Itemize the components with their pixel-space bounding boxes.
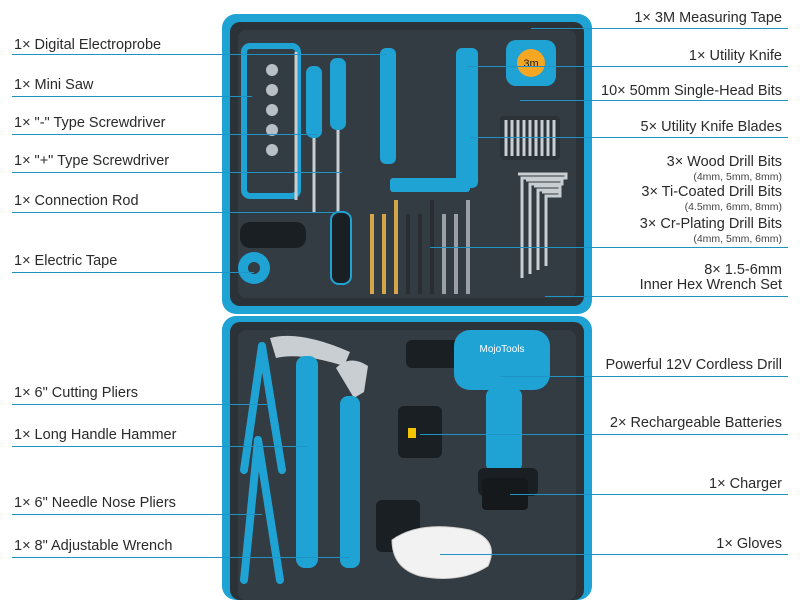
label-hex-wrench-count: 8× 1.5-6mm (704, 262, 782, 278)
leader-line-utility-knife (467, 66, 788, 67)
wood-drill-bits-sizes: (4mm, 5mm, 8mm) (693, 171, 782, 183)
socket-column (266, 64, 278, 156)
leader-line-single-head-bits (520, 100, 788, 101)
leader-line-batteries (420, 434, 788, 435)
hex-wrench-set (518, 172, 568, 278)
label-flat-screwdriver: 1× "-" Type Screwdriver (14, 115, 166, 131)
leader-line-drill-bits (430, 247, 788, 248)
leader-line-charger (510, 494, 788, 495)
leader-line-knife-blades (470, 137, 788, 138)
label-connection-rod: 1× Connection Rod (14, 193, 139, 209)
digital-electroprobe (380, 48, 396, 164)
label-gloves: 1× Gloves (716, 536, 782, 552)
leader-line-cutting-pliers (12, 404, 267, 405)
knife-blade-holder (390, 178, 470, 192)
cr-plating-drill-bits-title: 3× Cr-Plating Drill Bits (639, 216, 782, 232)
electric-tape (238, 252, 270, 284)
label-cr-plating-drill-bits: 3× Cr-Plating Drill Bits (4mm, 5mm, 6mm) (640, 216, 782, 245)
label-charger: 1× Charger (709, 476, 782, 492)
gloves (391, 526, 492, 579)
single-head-bits (500, 116, 560, 160)
label-electric-tape: 1× Electric Tape (14, 253, 118, 269)
label-wood-drill-bits: 3× Wood Drill Bits (4mm, 5mm, 8mm) (667, 154, 782, 183)
label-ti-coated-drill-bits: 3× Ti-Coated Drill Bits (4.5mm, 6mm, 8mm… (641, 184, 782, 213)
screwdrivers (306, 58, 352, 285)
label-phillips-screwdriver: 1× "+" Type Screwdriver (14, 153, 170, 169)
connection-rod (240, 222, 306, 248)
leader-line-phillips-screwdriver (12, 172, 342, 173)
measuring-tape: 3m (506, 40, 556, 86)
mini-saw (241, 43, 301, 200)
drill-brand: MojoTools (479, 344, 524, 355)
label-single-head-bits: 10× 50mm Single-Head Bits (601, 83, 782, 99)
leader-line-gloves (440, 554, 788, 555)
label-needle-nose-pliers: 1× 6" Needle Nose Pliers (14, 495, 176, 511)
adjustable-wrench (336, 360, 368, 568)
label-utility-knife: 1× Utility Knife (688, 48, 782, 64)
label-cutting-pliers: 1× 6" Cutting Pliers (14, 385, 139, 401)
long-handle-hammer (270, 335, 350, 568)
leader-line-electric-tape (12, 272, 254, 273)
label-knife-blades: 5× Utility Knife Blades (640, 119, 782, 135)
leader-line-hex-wrench (545, 296, 788, 297)
leader-line-needle-nose-pliers (12, 514, 262, 515)
label-adjustable-wrench: 1× 8" Adjustable Wrench (14, 538, 173, 554)
cr-plating-drill-bits-sizes: (4mm, 5mm, 6mm) (693, 233, 782, 245)
label-hex-wrench-set: Inner Hex Wrench Set (639, 277, 782, 293)
leader-line-connection-rod (12, 212, 342, 213)
tape-label: 3m (523, 58, 538, 70)
rechargeable-batteries (376, 406, 442, 552)
charger (482, 478, 528, 510)
leader-line-mini-saw (12, 96, 252, 97)
leader-line-wrench (12, 557, 350, 558)
label-long-handle-hammer: 1× Long Handle Hammer (14, 427, 177, 443)
ti-coated-drill-bits-sizes: (4.5mm, 6mm, 8mm) (684, 201, 782, 213)
needle-nose-pliers (240, 436, 284, 584)
label-cordless-drill: Powerful 12V Cordless Drill (605, 357, 782, 373)
wood-drill-bits-title: 3× Wood Drill Bits (666, 154, 782, 170)
label-mini-saw: 1× Mini Saw (14, 77, 94, 93)
leader-line-measuring-tape (531, 28, 788, 29)
utility-knife (456, 48, 478, 188)
cutting-pliers (240, 342, 286, 474)
label-measuring-tape: 1× 3M Measuring Tape (634, 10, 782, 26)
leader-line-flat-screwdriver (12, 134, 317, 135)
label-digital-electroprobe: 1× Digital Electroprobe (14, 37, 162, 53)
label-rechargeable-batteries: 2× Rechargeable Batteries (609, 415, 782, 431)
leader-line-hammer (12, 446, 308, 447)
leader-line-electroprobe (12, 54, 387, 55)
leader-line-drill (500, 376, 788, 377)
ti-coated-drill-bits-title: 3× Ti-Coated Drill Bits (641, 184, 782, 200)
